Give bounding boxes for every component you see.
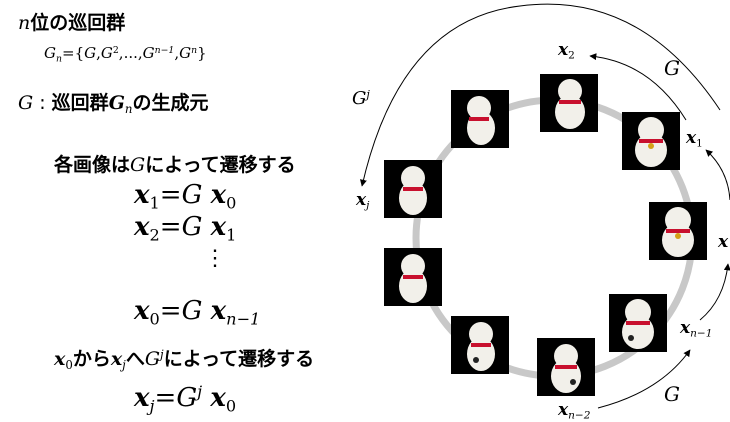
equation-3: x0=G xn−1: [134, 296, 261, 329]
label-g-bottom: G: [664, 382, 680, 406]
label-xn2: xn−2: [558, 400, 591, 422]
equation-2: x2=G x1: [134, 212, 237, 245]
vertical-dots: ⋮: [204, 246, 226, 271]
cat-photo: [622, 112, 680, 170]
cat-photo: [384, 248, 442, 306]
cat-photo: [649, 202, 707, 260]
cat-photo: [384, 160, 442, 218]
label-x2: x2: [558, 40, 575, 62]
transition-title: 各画像はGによって遷移する: [54, 154, 296, 176]
group-definition: Gn={G,G2,...,Gn−1,Gn}: [44, 44, 207, 65]
label-x1: x1: [686, 128, 703, 150]
label-g-top: G: [664, 56, 680, 80]
title-text: 位の巡回群: [30, 12, 126, 34]
title: n位の巡回群: [18, 8, 125, 35]
arrow-xn1-to-x0: [699, 263, 730, 321]
cat-photo: [540, 74, 598, 132]
equation-1: x1=G x0: [134, 180, 237, 213]
arrow-g-top: [589, 53, 687, 121]
label-xj: xj: [356, 190, 370, 212]
cat-photo: [609, 294, 667, 352]
label-x0: x: [718, 232, 729, 252]
cat-photo: [537, 338, 595, 396]
jump-equation: xj=Gj x0: [134, 382, 237, 416]
jump-title: x0からxjへGjによって遷移する: [54, 347, 315, 373]
cat-photo: [451, 90, 509, 148]
title-var: n: [18, 12, 31, 34]
arrow-g-j: [359, 3, 721, 187]
label-xn1: xn−1: [680, 318, 713, 340]
generator-line: G : 巡回群Gnの生成元: [18, 92, 209, 117]
arrow-g-bottom: [597, 349, 691, 409]
label-gj: Gj: [352, 88, 370, 110]
arrow-x0-to-x1: [705, 149, 730, 201]
cat-photo: [451, 316, 509, 374]
